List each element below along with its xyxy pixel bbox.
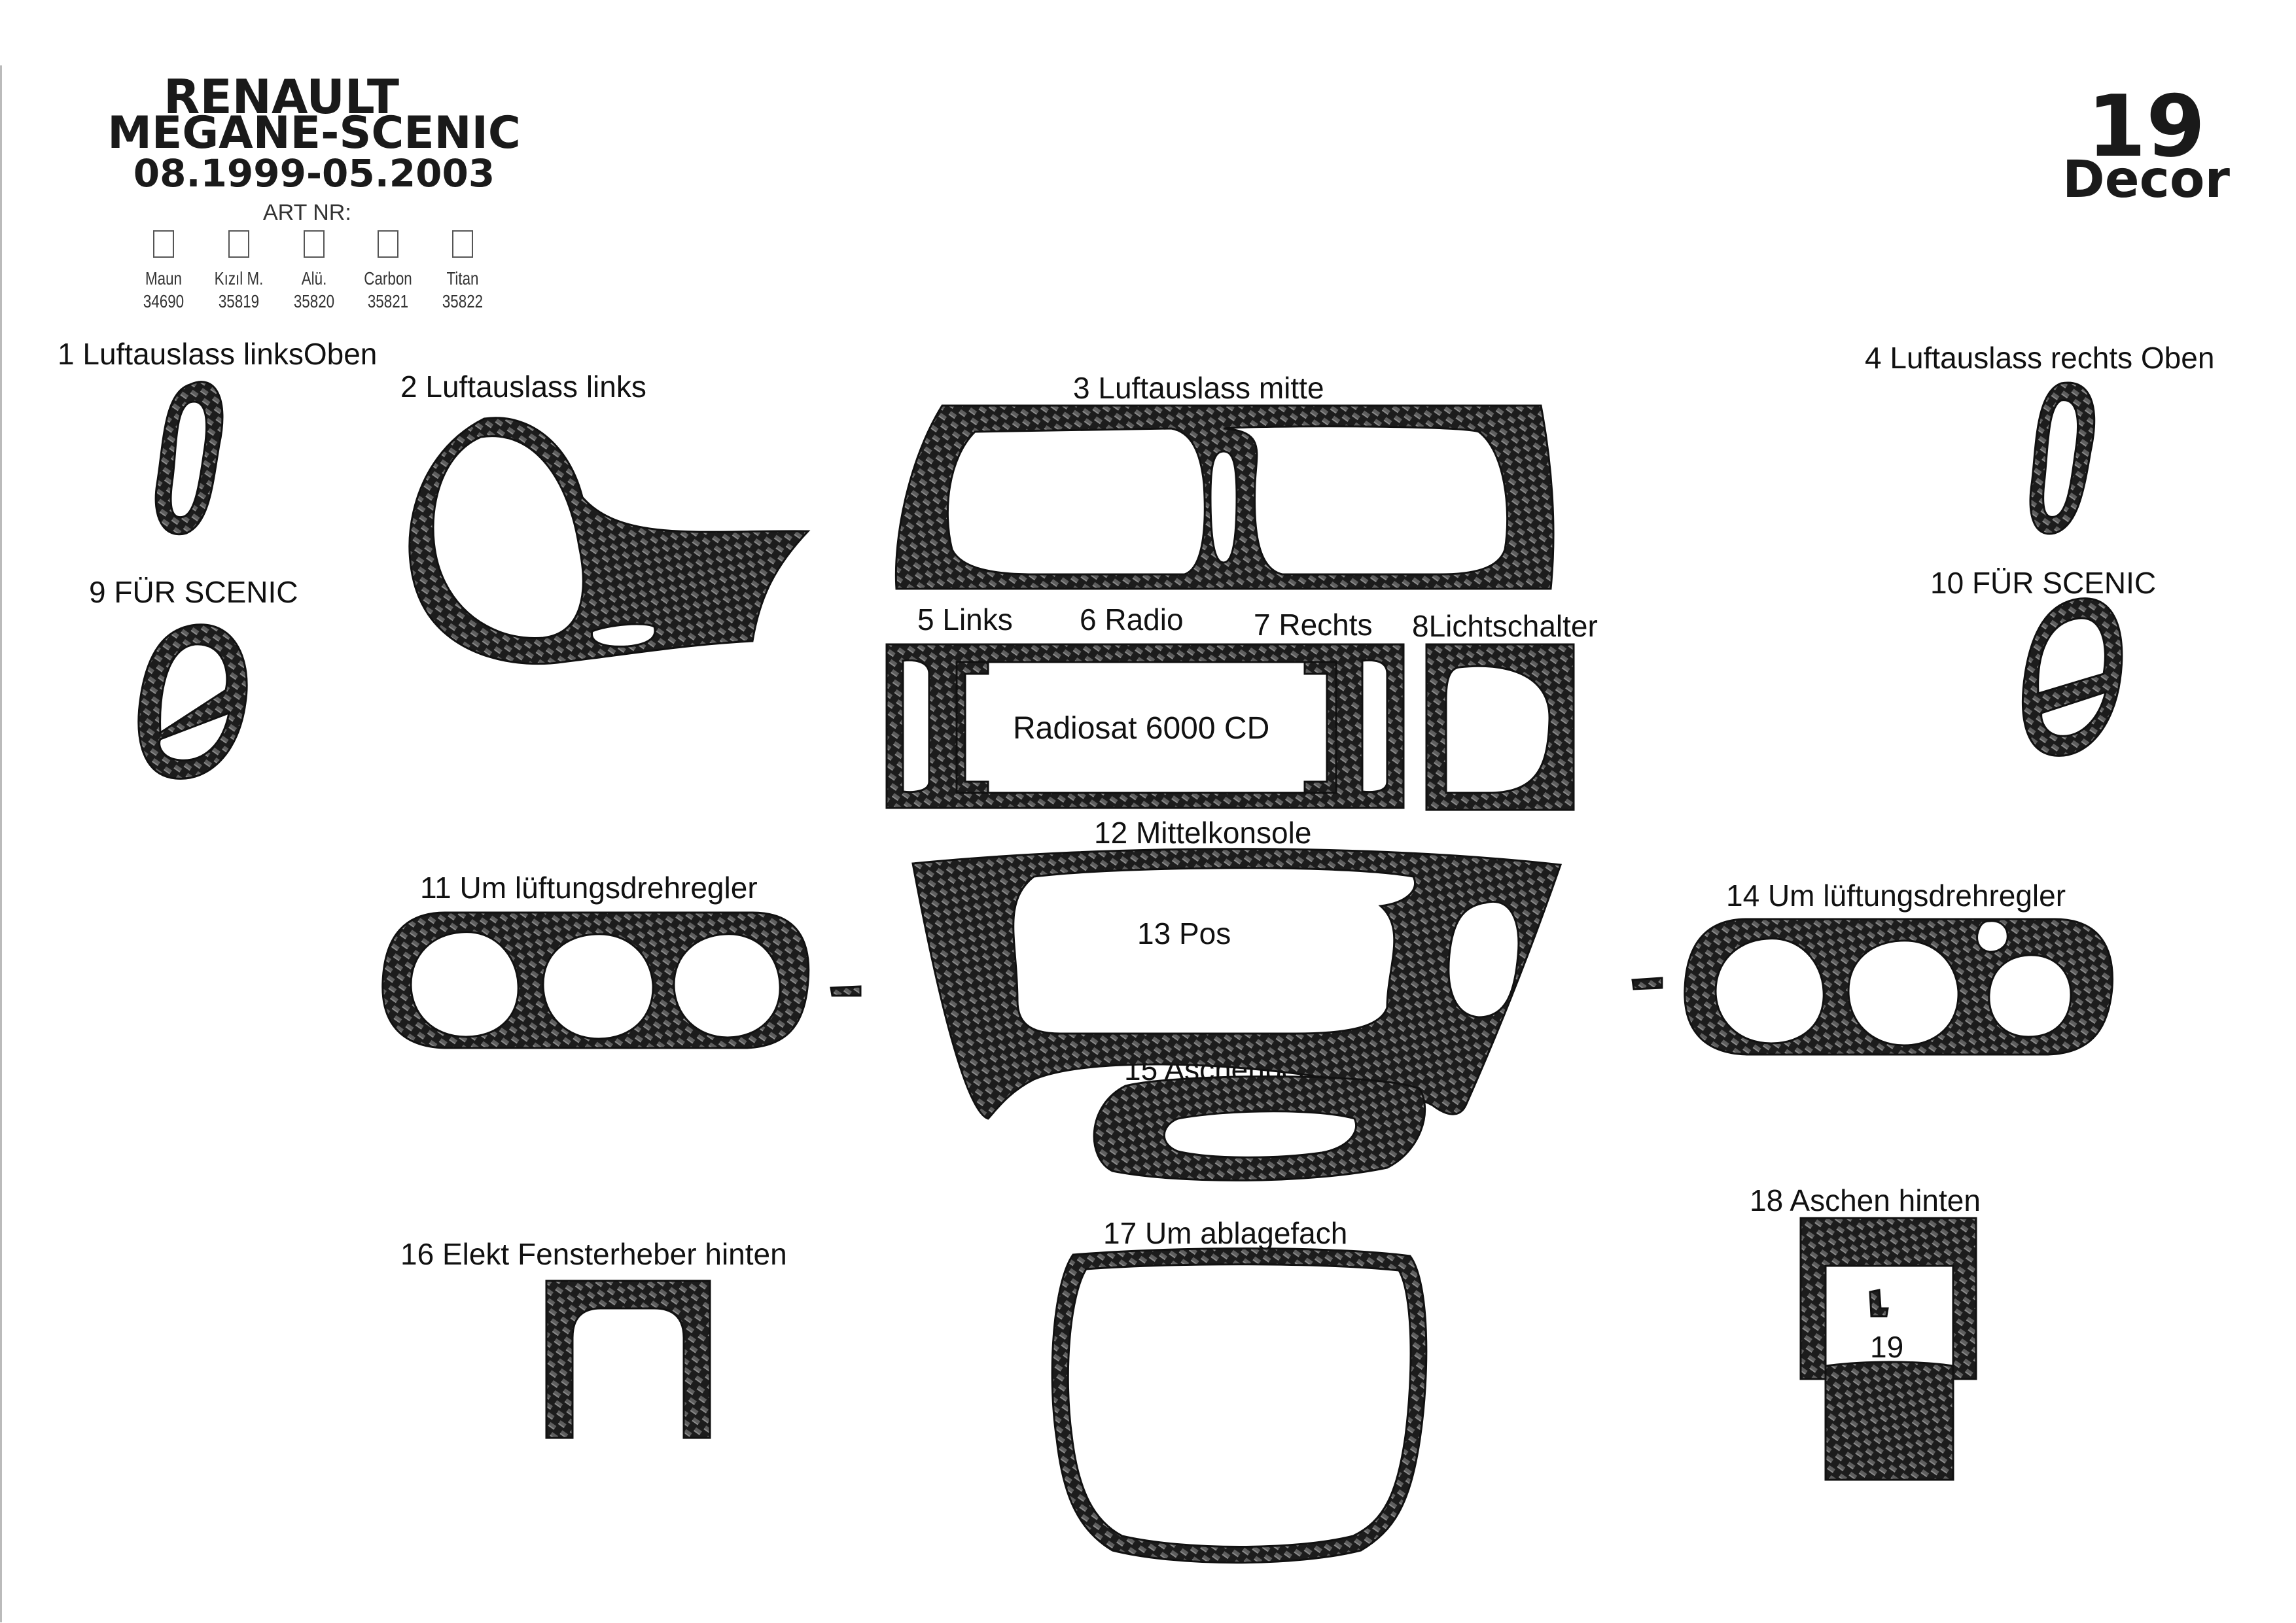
finish-option-maun[interactable]: Maun 34690	[128, 230, 200, 313]
label-part-14: 14 Um lüftungsdrehregler	[1726, 879, 2066, 913]
part-18-rear-ashtray-frame	[1799, 1217, 1977, 1380]
part-9-scenic-left	[137, 623, 248, 780]
finish-option-titan[interactable]: Titan 35822	[427, 230, 499, 313]
part-4-vent-right-top	[2029, 381, 2096, 535]
part-11-knob-tab	[830, 985, 862, 997]
label-part-1: 1 Luftauslass linksOben	[58, 337, 378, 371]
finish-checkbox[interactable]	[378, 230, 398, 258]
years-title: 08.1999-05.2003	[133, 151, 495, 196]
finish-checkbox[interactable]	[452, 230, 473, 258]
label-part-16: 16 Elekt Fensterheber hinten	[400, 1237, 787, 1271]
label-part-18: 18 Aschen hinten	[1750, 1183, 1981, 1217]
finish-option-carbon[interactable]: Carbon 35821	[352, 230, 424, 313]
label-part-11: 11 Um lüftungsdrehregler	[420, 871, 758, 905]
part-12-center-console	[911, 848, 1563, 1120]
finish-name: Carbon	[364, 268, 412, 288]
label-part-5: 5 Links	[917, 602, 1013, 637]
label-part-13: 13 Pos	[1137, 916, 1231, 951]
finish-name: Alü.	[301, 268, 327, 288]
part-1-vent-left-top	[154, 381, 224, 536]
label-part-2: 2 Luftauslass links	[400, 370, 646, 404]
finish-name: Kızıl M.	[214, 268, 264, 288]
kit-type: Decor	[2062, 150, 2230, 209]
finish-option-alu[interactable]: Alü. 35820	[278, 230, 350, 313]
label-part-12: 12 Mittelkonsole	[1094, 816, 1312, 850]
part-2-vent-left	[408, 417, 811, 665]
label-part-4: 4 Luftauslass rechts Oben	[1865, 341, 2215, 375]
part-8-light-switch	[1425, 643, 1575, 811]
label-part-10: 10 FÜR SCENIC	[1930, 566, 2157, 600]
finish-code: 35820	[293, 291, 335, 311]
finish-name: Maun	[145, 268, 183, 288]
finish-checkbox[interactable]	[153, 230, 174, 258]
brand-title: RENAULT	[164, 69, 399, 124]
kit-number: 19	[2087, 77, 2206, 176]
label-part-17: 17 Um ablagefach	[1103, 1216, 1348, 1250]
part-7-rechts-insert	[1303, 661, 1337, 794]
part-11-climate-left	[381, 911, 810, 1049]
left-border-line	[0, 65, 2, 1622]
part-17-storage-frame	[1051, 1247, 1428, 1564]
finish-code: 35819	[218, 291, 260, 311]
part-3-vent-center	[894, 404, 1555, 590]
label-part-9: 9 FÜR SCENIC	[89, 575, 298, 609]
finish-code: 35822	[442, 291, 484, 311]
part-19-rear-ashtray-lid	[1824, 1361, 1954, 1481]
model-title: MEGANE-SCENIC	[107, 107, 521, 159]
part-10-scenic-right	[2021, 597, 2123, 757]
label-part-3: 3 Luftauslass mitte	[1073, 371, 1324, 405]
part-19-small-tab	[1869, 1289, 1889, 1318]
art-nr-label: ART NR:	[263, 200, 351, 225]
finish-option-kizil[interactable]: Kızıl M. 35819	[203, 230, 275, 313]
finish-checkbox[interactable]	[304, 230, 325, 258]
finish-checkbox[interactable]	[228, 230, 249, 258]
part-15-ashtray	[1093, 1075, 1426, 1181]
part-14-climate-right	[1684, 918, 2113, 1056]
radio-model-text: Radiosat 6000 CD	[1013, 711, 1270, 746]
part-14-knob-tab	[1631, 977, 1663, 990]
label-part-6: 6 Radio	[1080, 602, 1184, 637]
label-part-19: 19	[1870, 1330, 1904, 1364]
finish-code: 35821	[367, 291, 409, 311]
finish-code: 34690	[143, 291, 185, 311]
part-5-7-radio-frame	[885, 643, 1405, 809]
finish-name: Titan	[446, 268, 479, 288]
label-part-8: 8Lichtschalter	[1412, 609, 1598, 643]
part-5-links-insert	[955, 661, 989, 794]
part-16-window-switch	[545, 1280, 711, 1439]
label-part-7: 7 Rechts	[1254, 608, 1373, 642]
